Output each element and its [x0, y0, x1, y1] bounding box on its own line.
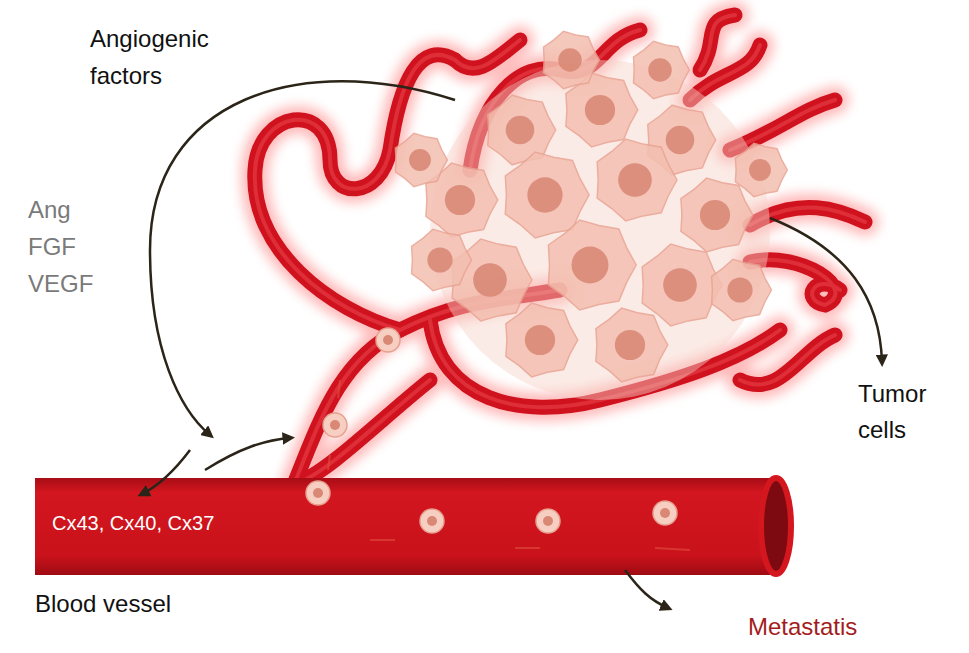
cell-nucleus — [330, 420, 340, 430]
vessel-path — [700, 15, 735, 70]
vessel-highlight-path — [690, 45, 760, 100]
circulating-cell — [376, 328, 400, 352]
tumor-cell — [634, 41, 690, 98]
vessel-path — [255, 55, 455, 330]
annotation-label: Tumor cells — [858, 376, 963, 448]
cell-nucleus — [648, 58, 672, 82]
cell-nucleus — [525, 325, 555, 355]
tumor-cell — [735, 143, 787, 196]
cell-nucleus — [473, 263, 507, 297]
cell-nucleus — [427, 247, 452, 272]
circulating-cell — [536, 509, 560, 533]
tumor-cell — [597, 139, 677, 221]
cell-nucleus — [427, 516, 437, 526]
factor-list: Ang FGF VEGF — [28, 191, 100, 302]
circulating-cell — [306, 481, 330, 505]
cell-nucleus — [727, 277, 752, 302]
vessel-highlight-path — [455, 40, 520, 68]
circulating-cell — [420, 509, 444, 533]
cell-nucleus — [663, 268, 697, 302]
cell-nucleus — [700, 200, 730, 230]
cell-nucleus — [506, 116, 535, 145]
cell-nucleus — [660, 508, 670, 518]
cell-nucleus — [615, 330, 645, 360]
vessel-highlight-path — [300, 380, 430, 482]
tumor-cell — [548, 220, 636, 310]
tumor-cell — [712, 259, 772, 320]
annotation-label: Metastatis — [748, 612, 948, 642]
cell-nucleus — [618, 163, 652, 197]
circulating-cell — [653, 501, 677, 525]
cell-nucleus — [558, 48, 582, 72]
vessel-glow-path — [700, 15, 735, 70]
vessel-path — [300, 380, 430, 482]
vessel-path — [455, 40, 520, 68]
tumor-cell — [412, 229, 472, 290]
cell-nucleus — [409, 149, 431, 171]
cell-nucleus — [572, 247, 609, 284]
cell-nucleus — [666, 126, 695, 155]
cell-nucleus — [543, 516, 553, 526]
flow-arrows — [328, 380, 690, 550]
cell-nucleus — [585, 95, 615, 125]
tumor-cluster — [395, 31, 787, 400]
tumor-cell — [596, 308, 668, 382]
cell-nucleus — [383, 335, 393, 345]
tumor-cell — [395, 133, 447, 186]
tumor-cell — [642, 244, 722, 326]
leader-arrows — [142, 81, 882, 608]
vessel-glow — [255, 15, 865, 482]
vessel-highlight — [255, 15, 865, 482]
vessel-label: Blood vessel — [35, 590, 171, 619]
branching-vessels — [255, 15, 865, 482]
vessel-path — [740, 335, 835, 385]
vessel-highlight-path — [740, 335, 835, 385]
circulating-tumor-cells — [306, 328, 677, 533]
vessel-highlight-path — [700, 15, 735, 70]
cell-nucleus — [313, 488, 323, 498]
cell-nucleus — [749, 159, 771, 181]
tumor-cell — [506, 303, 578, 377]
connexin-list: Cx43, Cx40, Cx37 — [52, 511, 214, 535]
circulating-cell — [323, 413, 347, 437]
vessel-glow-path — [255, 55, 455, 330]
vessel-glow-path — [455, 40, 520, 68]
annotation-label: Angiogenic factors — [90, 20, 240, 94]
blood-vessel: Cx43, Cx40, Cx37Blood vessel — [35, 478, 780, 575]
tumor-cell — [544, 31, 600, 88]
tumor-cell — [681, 178, 753, 252]
vessel-opening — [761, 478, 791, 574]
cell-nucleus — [527, 177, 562, 212]
cell-nucleus — [445, 185, 475, 215]
vessel-highlight-path — [255, 55, 455, 330]
